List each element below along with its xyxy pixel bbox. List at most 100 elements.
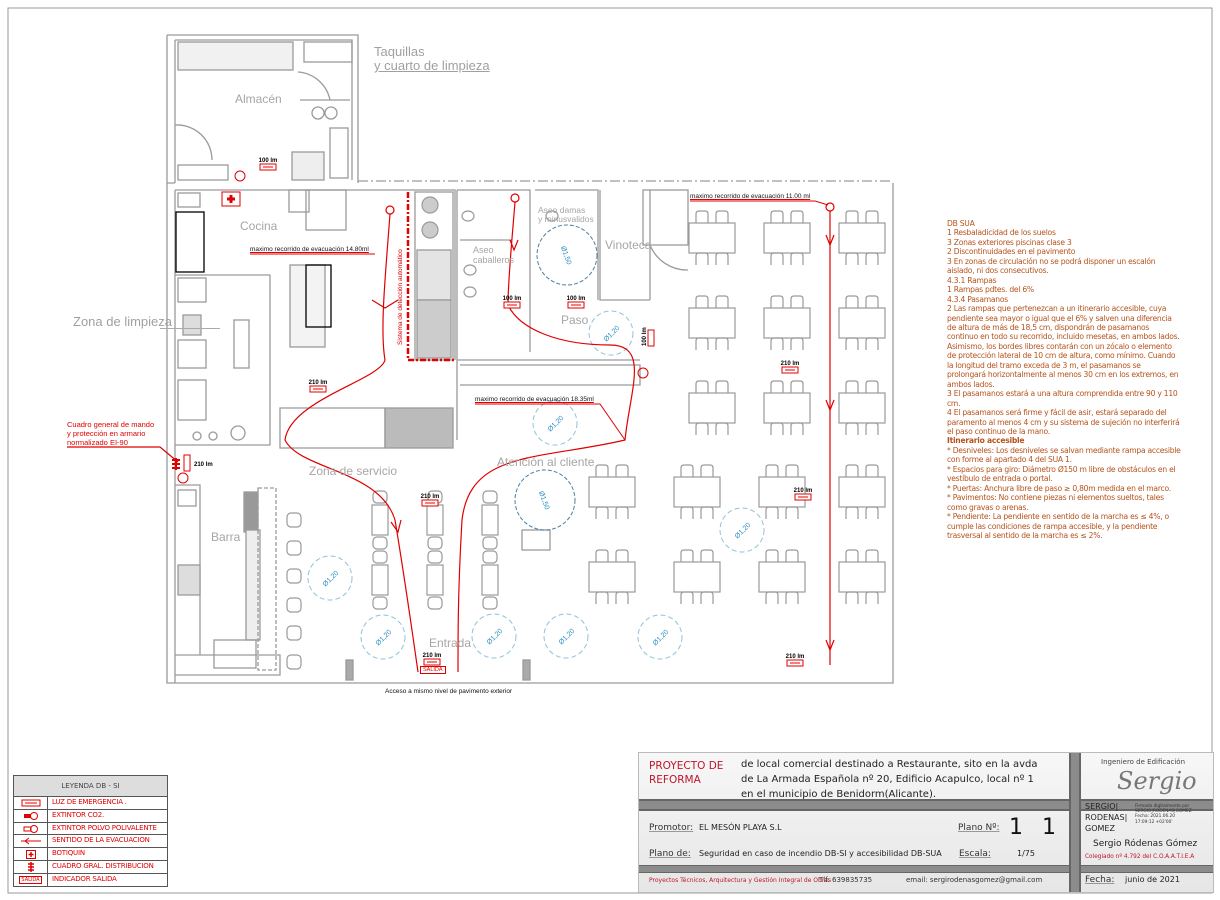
turning-circle: Ø1,20 [471,613,517,659]
emergency-light-icon: 100 lm [642,327,655,347]
sheet-border [7,7,1213,894]
plano-number-label: Plano Nº: [958,823,1000,833]
exit-sign-icon: SALIDA [14,873,48,886]
leader-line [160,328,220,329]
turning-circle: Ø1,20 [307,555,353,601]
note-line: cumple las condiciones de rampa accesibl… [947,521,1158,531]
emergency-light-icon: 210 lm [423,653,441,666]
bar-stool [286,568,302,584]
dining-table [688,295,736,350]
turning-circle-label: Ø1,20 [547,415,566,434]
room-label-almacen: Almacén [235,92,282,106]
legend-item: LUZ DE EMERGENCIA . [14,797,167,810]
walls [166,34,894,684]
legend-label: EXTINTOR CO2. [52,810,105,819]
furniture [286,196,886,670]
emergency-light-icon: 100 lm [259,158,278,171]
note-line: 4.3.4 Pasamanos [947,294,1008,304]
note-line: Asimismo, los bordes libres contarán con… [947,341,1172,351]
legend-label: LUZ DE EMERGENCIA . [52,798,127,806]
turning-circle: Ø1,20 [637,614,683,660]
legend-item: BOTIQUIN [14,848,167,861]
turning-circle-label: Ø1,50 [537,490,550,510]
lumen-label: 210 lm [786,654,805,660]
room-label-barra: Barra [211,530,241,544]
room-label-cocina: Cocina [240,219,278,233]
note-line: 2 Discontinuidades en el pavimento [947,247,1076,257]
footer-email: email: sergirodenasgomez@gmail.com [906,876,1043,884]
handwritten-signature: Sergio [1117,767,1197,795]
legend-item: EXTINTOR POLVO POLIVALENTE [14,822,167,836]
turning-circle: Ø1,20 [588,310,634,356]
co2-extinguisher-icon [14,809,48,822]
fire-safety-symbols [172,170,649,484]
legend-label: EXTINTOR POLVO POLIVALENTE [52,823,157,832]
legend-label: SENTIDO DE LA EVACUACION [52,836,150,845]
kitchen-appliance [421,196,439,214]
emergency-light-icon: 100 lm [567,296,585,309]
note-line: 1 Rampas pdtes. del 6% [947,285,1034,295]
turning-circle-label: Ø1,20 [558,628,577,647]
bar-stool [286,512,302,528]
note-line: vestíbulo de entrada o portal. [947,474,1053,484]
lumen-label: 100 lm [259,158,278,164]
note-line: 3 En zonas de circulación no se podrá di… [947,256,1156,266]
dining-table [838,464,886,519]
turning-circle: Ø1,50 [514,469,576,531]
legend-label: CUADRO GRAL. DISTRIBUCION [52,861,154,870]
turning-circle-label: Ø1,50 [559,245,572,265]
note-line: 3 Zonas exteriores piscinas clase 3 [947,237,1072,247]
toilet [463,264,477,276]
colegiado-number: Colegiado nº 4.792 del C.O.A.A.T.I.E.A [1085,854,1195,860]
escala-value: 1/75 [1017,849,1035,858]
extinguisher-icon [637,367,649,379]
dining-table [838,380,886,435]
dining-table [838,549,886,604]
fecha-label: Fecha: [1085,875,1115,885]
distribution-panel-icon [172,458,180,470]
toilet [461,210,475,222]
lumen-label: 100 lm [642,327,648,346]
note-line: 1 Resbaladicidad de los suelos [947,228,1056,238]
lumen-label: 210 lm [794,488,813,494]
legend-item: SENTIDO DE LA EVACUACION [14,835,167,849]
evacuation-distance-label: maximo recorrido de evacuación 11.00 ml [690,193,811,200]
dining-table [758,464,806,519]
detection-system-label: Sistema de detección automático [397,249,404,345]
note-line: 4 El pasamanos será firme y fácil de asi… [947,408,1167,418]
dining-table [838,210,886,265]
extinguisher-icon [234,170,246,182]
dining-table [673,464,721,519]
note-line: la longitud del tramo exceda de 3 m, el … [947,360,1141,370]
note-line: con forme al apartado 4 del SUA 1. [947,455,1072,465]
high-table [371,550,389,610]
note-line: de protección lateral de 10 cm de altura… [947,351,1176,361]
digital-signer-name: SERGIO|RODENAS|GOMEZ [1085,802,1128,833]
note-line: * Pendiente: La pendiente en sentido de … [947,512,1169,522]
footer-company: Proyectos Técnicos, Arquitectura y Gesti… [649,877,832,884]
kitchen-appliance [421,221,439,239]
note-line: como gravas o arenas. [947,502,1029,512]
room-label-paso: Paso [561,313,589,327]
legend-item: SALIDA INDICADOR SALIDA [14,873,167,886]
room-label-vinoteca: Vinoteca [605,238,652,252]
emergency-light-icon: 210 lm [794,488,813,501]
turning-circle-label: Ø1,20 [486,628,505,647]
room-label-atencion-cliente: Atención al cliente [497,455,595,469]
turning-circle: Ø1,50 [536,224,598,286]
note-line: * Desniveles: Los desniveles se salvan m… [947,445,1181,455]
room-label-entrada: Entrada [429,636,472,650]
promotor-label: Promotor: [649,823,694,833]
note-line: pendiente sea mayor o igual que el 6% y … [947,313,1172,323]
high-table [371,490,389,550]
note-line: ambos lados. [947,379,995,389]
turning-circle-label: Ø1,20 [734,522,753,541]
dining-table [838,295,886,350]
legend-label: INDICADOR SALIDA [52,874,117,883]
